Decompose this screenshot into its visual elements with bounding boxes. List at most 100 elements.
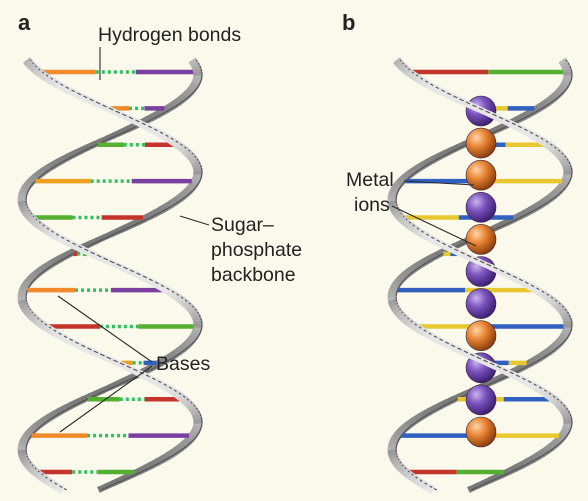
a-strand-1-edge <box>173 200 181 206</box>
b-strand-1-segment <box>530 131 541 142</box>
a-strand-2-segment <box>18 190 28 197</box>
panel-a-letter: a <box>18 10 31 35</box>
b-strand-2-segment <box>425 155 437 166</box>
a-strand-2-edge <box>125 377 134 383</box>
b-strand-2-edge <box>492 128 502 134</box>
b-strand-2-segment <box>525 281 536 292</box>
b-strand-1-segment <box>413 260 424 271</box>
a-strand-1-edge <box>100 488 104 491</box>
a-strand-2-edge <box>184 95 190 101</box>
b-strand-2-edge <box>537 356 545 362</box>
metal-ion-orange <box>465 159 497 191</box>
b-strand-2-segment <box>412 413 423 424</box>
b-strand-1-segment <box>498 365 510 376</box>
a-strand-1-segment <box>38 263 49 274</box>
a-strand-2-edge <box>116 131 125 137</box>
b-strand-2-segment <box>514 275 525 286</box>
metal-ion-purple <box>465 288 497 319</box>
a-strand-1-segment <box>82 240 94 250</box>
panel-a: a Hydrogen bonds Sugar– phosphate backbo… <box>17 10 302 494</box>
a-strand-1-edge <box>151 212 160 218</box>
b-strand-1-segment <box>468 483 479 493</box>
hydrogen-bonds-label: Hydrogen bonds <box>98 24 241 46</box>
b-strand-1-edge <box>401 278 406 283</box>
b-strand-1-segment <box>535 134 546 145</box>
b-strand-1-edge <box>527 209 536 215</box>
a-strand-2-edge <box>64 488 68 491</box>
b-strand-1-segment <box>423 254 434 265</box>
b-strand-1-segment <box>390 282 400 291</box>
b-strand-1-segment <box>494 114 506 124</box>
a-strand-2-segment <box>55 155 67 166</box>
b-strand-2-segment <box>431 152 442 163</box>
a-strand-1-segment <box>97 486 102 493</box>
a-strand-2-segment <box>69 398 80 409</box>
bases-callout-upper <box>57 295 153 363</box>
a-strand-1-segment <box>188 405 199 415</box>
b-strand-2-segment <box>458 390 469 400</box>
b-strand-1-edge <box>511 467 520 473</box>
b-strand-1-segment <box>519 125 530 136</box>
b-strand-2-segment <box>393 180 404 190</box>
b-strand-1-segment <box>505 368 516 379</box>
a-strand-2-segment <box>29 173 39 184</box>
b-strand-1-edge <box>395 290 398 295</box>
a-strand-1-edge <box>119 227 129 233</box>
backbone-label-line2: phosphate <box>211 239 302 261</box>
b-strand-1-segment <box>404 266 415 277</box>
b-strand-1-segment <box>388 286 399 294</box>
b-strand-1-edge <box>478 482 487 488</box>
backbone-label-line3: backbone <box>211 264 296 286</box>
b-strand-1-segment <box>387 289 398 296</box>
b-strand-2-edge <box>550 98 557 104</box>
metal-ions-label-line2: ions <box>354 194 390 216</box>
b-strand-1-segment <box>517 374 528 385</box>
b-strand-1-segment <box>550 395 561 406</box>
a-strand-1-edge <box>186 191 192 197</box>
a-strand-2-edge <box>160 110 168 116</box>
b-strand-1-segment <box>562 163 572 170</box>
a-strand-1-segment <box>95 234 107 244</box>
a-strand-2-segment <box>59 485 66 494</box>
b-strand-2-segment <box>403 419 414 430</box>
b-strand-2-segment <box>482 261 494 271</box>
b-strand-1-segment <box>474 105 486 115</box>
metal-ion-orange <box>465 320 497 352</box>
b-strand-1-segment <box>551 146 562 157</box>
metal-ion-purple <box>465 384 497 416</box>
a-strand-1-segment <box>192 163 202 170</box>
panel-a-back-strand <box>17 74 203 493</box>
a-strand-1-segment <box>131 116 142 127</box>
b-strand-2-edge <box>547 350 554 356</box>
b-strand-1-edge <box>485 479 494 485</box>
a-strand-1-edge <box>108 482 117 488</box>
b-strand-2-edge <box>488 380 497 386</box>
a-strand-2-edge <box>26 440 29 445</box>
b-strand-2-segment <box>396 177 406 187</box>
a-strand-1-edge <box>187 440 193 446</box>
backbone-callout <box>179 215 210 226</box>
b-strand-1-segment <box>561 412 572 420</box>
a-strand-1-segment <box>141 371 152 382</box>
a-strand-2-segment <box>61 152 72 163</box>
a-strand-1-segment <box>104 480 116 490</box>
b-strand-2-segment <box>391 432 402 442</box>
a-strand-1-segment <box>180 395 191 406</box>
b-strand-2-segment <box>389 435 400 444</box>
b-strand-1-segment <box>392 279 402 289</box>
b-strand-1-segment <box>546 392 557 403</box>
b-strand-1-segment <box>417 257 429 268</box>
b-strand-2-segment <box>439 398 450 409</box>
b-strand-2-segment <box>449 143 461 154</box>
b-strand-1-segment <box>553 398 564 409</box>
b-strand-1-segment <box>544 140 555 151</box>
b-strand-2-segment <box>445 395 456 406</box>
a-strand-2-segment <box>138 272 149 283</box>
b-strand-1-segment <box>511 371 522 382</box>
a-strand-2-segment <box>192 316 203 323</box>
a-strand-2-segment <box>23 180 34 190</box>
b-strand-2-segment <box>420 158 431 169</box>
a-strand-1-edge <box>112 230 122 236</box>
a-strand-2-segment <box>99 135 110 145</box>
